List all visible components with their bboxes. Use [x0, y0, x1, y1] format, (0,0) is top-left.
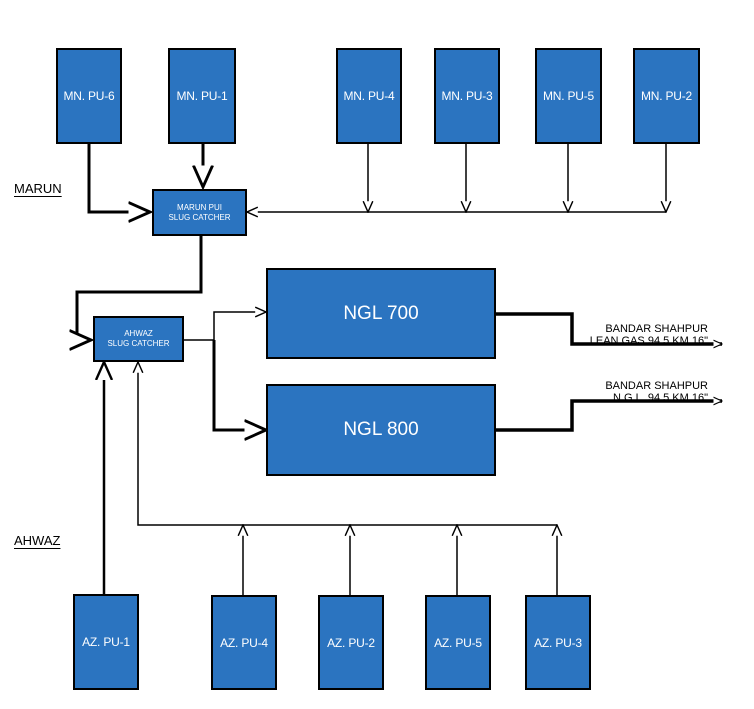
line-ahwaz-header [138, 362, 557, 526]
output-lean-gas-line1: BANDAR SHAHPUR [605, 323, 708, 335]
output-lean-gas-line2: LEAN GAS 94.5 KM 16" [589, 335, 708, 347]
unit-az-pu4: AZ. PU-4 [211, 595, 277, 690]
unit-mn-pu3: MN. PU-3 [434, 48, 500, 144]
ahwaz-slug-catcher: AHWAZ SLUG CATCHER [93, 316, 184, 362]
unit-mn-pu6: MN. PU-6 [56, 48, 122, 144]
unit-mn-pu4-label: MN. PU-4 [343, 89, 395, 103]
ahwaz-slug-catcher-line2: SLUG CATCHER [107, 339, 170, 348]
unit-mn-pu5: MN. PU-5 [535, 48, 602, 144]
unit-az-pu2: AZ. PU-2 [318, 595, 384, 690]
unit-mn-pu3-label: MN. PU-3 [441, 89, 493, 103]
unit-az-pu4-label: AZ. PU-4 [220, 635, 268, 650]
ahwaz-slug-catcher-line1: AHWAZ [124, 329, 153, 338]
region-label-marun: MARUN [14, 181, 62, 196]
line-mn-pu6 [87, 143, 150, 212]
line-to-ngl [183, 312, 266, 341]
unit-az-pu5: AZ. PU-5 [425, 595, 491, 690]
marun-slug-catcher: MARUN PUI SLUG CATCHER [152, 189, 247, 236]
unit-az-pu1: AZ. PU-1 [73, 594, 139, 690]
unit-mn-pu2-label: MN. PU-2 [640, 89, 693, 103]
output-ngl-line1: BANDAR SHAHPUR [605, 380, 708, 392]
plant-ngl-800-label: NGL 800 [343, 419, 419, 440]
output-ngl-line2: N.G.L. 94.5 KM 16" [612, 392, 708, 404]
marun-slug-catcher-line2: SLUG CATCHER [168, 212, 231, 222]
unit-mn-pu5-label: MN. PU-5 [542, 89, 595, 103]
unit-mn-pu1-label: MN. PU-1 [176, 89, 228, 103]
unit-az-pu2-label: AZ. PU-2 [327, 635, 375, 650]
unit-mn-pu2: MN. PU-2 [633, 48, 700, 144]
unit-az-pu3: AZ. PU-3 [525, 595, 591, 690]
unit-mn-pu4: MN. PU-4 [336, 48, 402, 144]
unit-mn-pu1: MN. PU-1 [168, 48, 236, 144]
line-ngl800-out [496, 399, 722, 432]
unit-mn-pu6-label: MN. PU-6 [63, 89, 115, 103]
output-ngl-label: BANDAR SHAHPUR N.G.L. 94.5 KM 16" [578, 380, 708, 404]
output-lean-gas-label: BANDAR SHAHPUR LEAN GAS 94.5 KM 16" [578, 323, 708, 347]
unit-az-pu5-label: AZ. PU-5 [434, 635, 482, 650]
plant-ngl-700: NGL 700 [266, 268, 496, 359]
unit-az-pu3-label: AZ. PU-3 [534, 635, 582, 650]
marun-slug-catcher-line1: MARUN PUI [177, 202, 222, 212]
plant-ngl-800: NGL 800 [266, 384, 496, 476]
region-label-ahwaz: AHWAZ [14, 533, 61, 548]
line-to-ngl800 [212, 340, 266, 430]
unit-az-pu1-label: AZ. PU-1 [82, 635, 130, 649]
plant-ngl-700-label: NGL 700 [343, 302, 419, 324]
line-marun-to-ahwaz [77, 236, 203, 340]
